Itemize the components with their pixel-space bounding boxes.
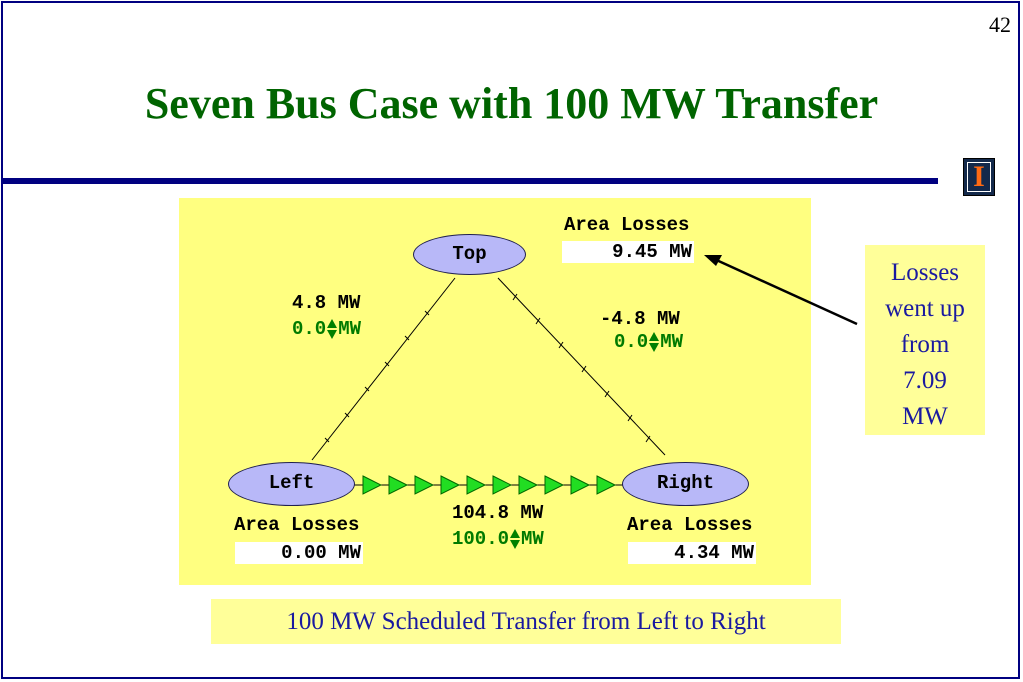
flow-arrow bbox=[596, 475, 617, 495]
line-top-right bbox=[497, 277, 666, 456]
page-number: 42 bbox=[989, 12, 1011, 37]
line-left-top-flow: 4.8 MW bbox=[292, 292, 361, 314]
callout-line: Losses bbox=[890, 259, 960, 286]
line-top-right-flow: -4.8 MW bbox=[600, 308, 680, 330]
spinner-icon[interactable] bbox=[510, 528, 521, 550]
left-area-losses-value: 0.00 MW bbox=[235, 542, 363, 564]
spinner-icon[interactable] bbox=[327, 318, 338, 340]
bus-left[interactable]: Left bbox=[228, 462, 355, 506]
line-left-top bbox=[311, 277, 456, 461]
spinner-icon[interactable] bbox=[649, 331, 660, 353]
top-area-losses-value: 9.45 MW bbox=[562, 241, 694, 263]
flow-arrow bbox=[362, 475, 383, 495]
flow-arrow bbox=[518, 475, 539, 495]
right-area-losses-value: 4.34 MW bbox=[628, 542, 756, 564]
flow-arrow bbox=[570, 475, 591, 495]
transfer-caption: 100 MW Scheduled Transfer from Left to R… bbox=[211, 599, 841, 644]
illinois-logo-icon: I bbox=[963, 158, 995, 196]
callout-line: from bbox=[900, 331, 950, 358]
callout-line: 7.09 bbox=[903, 367, 947, 394]
bus-right[interactable]: Right bbox=[622, 462, 749, 506]
slide-title: Seven Bus Case with 100 MW Transfer bbox=[144, 79, 879, 128]
flow-arrow bbox=[388, 475, 409, 495]
callout-arrow-head bbox=[704, 255, 722, 266]
flow-arrow bbox=[544, 475, 565, 495]
callout-line: went up bbox=[885, 295, 965, 322]
flow-arrow bbox=[414, 475, 435, 495]
line-flow-marks bbox=[324, 293, 651, 443]
flow-arrow bbox=[492, 475, 513, 495]
flow-arrow bbox=[466, 475, 487, 495]
right-area-losses-label: Area Losses bbox=[627, 514, 753, 536]
flow-arrow bbox=[440, 475, 461, 495]
top-area-losses-label: Area Losses bbox=[564, 214, 690, 236]
line-left-right-flow: 104.8 MW bbox=[452, 502, 544, 524]
title-rule bbox=[2, 178, 938, 184]
bus-top[interactable]: Top bbox=[413, 234, 526, 275]
logo-letter: I bbox=[973, 160, 985, 193]
callout-line: MW bbox=[902, 403, 948, 430]
left-area-losses-label: Area Losses bbox=[234, 514, 360, 536]
callout-arrow bbox=[711, 256, 858, 326]
losses-callout: Losses went up from 7.09 MW bbox=[865, 245, 985, 435]
flow-arrows bbox=[362, 475, 617, 495]
